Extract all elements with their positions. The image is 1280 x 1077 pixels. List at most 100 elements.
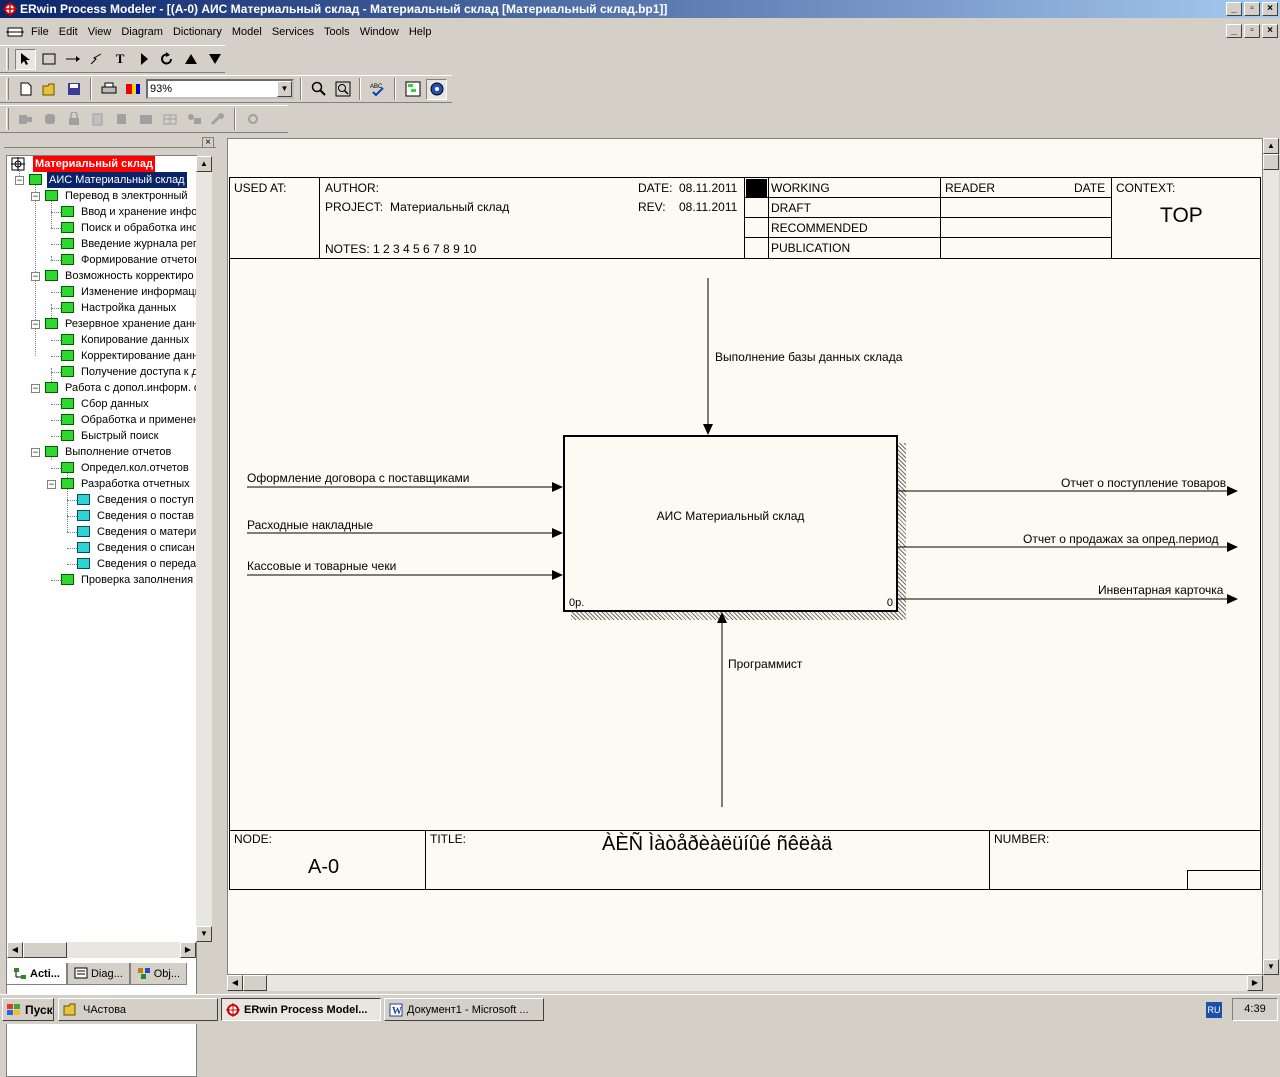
scroll-right-icon[interactable]: ▶	[180, 942, 196, 958]
tree-item[interactable]: Копирование данных	[7, 332, 196, 348]
collapse-icon[interactable]: −	[15, 175, 24, 185]
menu-help[interactable]: Help	[408, 26, 432, 38]
maximize-button[interactable]: ▫	[1244, 2, 1260, 16]
pointer-tool-icon[interactable]	[14, 48, 36, 70]
tree-item[interactable]: Определ.кол.отчетов	[7, 460, 196, 476]
tree-item[interactable]: Сведения о постав	[7, 508, 196, 524]
activity-box[interactable]: АИС Материальный склад 0р. 0	[563, 435, 898, 612]
report-icon[interactable]	[111, 109, 132, 130]
close-pane-icon[interactable]: ×	[202, 137, 214, 148]
new-file-icon[interactable]	[15, 79, 36, 100]
control-arrow-label[interactable]: Выполнение базы данных склада	[715, 350, 903, 364]
child-maximize-button[interactable]: ▫	[1244, 24, 1260, 38]
start-button[interactable]: Пуск	[2, 998, 54, 1021]
tree-item[interactable]: Настройка данных	[7, 300, 196, 316]
input-arrow-label-2[interactable]: Расходные накладные	[247, 518, 374, 532]
tree-item[interactable]: −Выполнение отчетов	[7, 444, 196, 460]
mart-disconnect-icon[interactable]	[39, 109, 60, 130]
output-arrow-label-3[interactable]: Инвентарная карточка	[1098, 583, 1224, 597]
scroll-up-icon[interactable]: ▲	[1263, 138, 1279, 154]
tree-item[interactable]: −Разработка отчетных	[7, 476, 196, 492]
tree-item[interactable]: −Работа с допол.информ. о	[7, 380, 196, 396]
tree-item[interactable]: Сведения о переда	[7, 556, 196, 572]
lock-icon[interactable]	[63, 109, 84, 130]
users-icon[interactable]	[183, 109, 204, 130]
library-icon[interactable]	[87, 109, 108, 130]
zoom-combo[interactable]: 93% ▼	[146, 79, 294, 99]
scroll-left-icon[interactable]: ◀	[227, 975, 243, 991]
task-folder[interactable]: ЧАстова	[58, 998, 218, 1021]
scroll-thumb[interactable]	[1263, 154, 1279, 170]
zoom-fit-icon[interactable]	[332, 79, 353, 100]
color-icon[interactable]	[122, 79, 143, 100]
tab-diagrams[interactable]: Diag...	[66, 963, 130, 985]
zoom-in-icon[interactable]	[308, 79, 329, 100]
tab-activities[interactable]: Acti...	[6, 963, 67, 985]
go-to-sibling-icon[interactable]	[204, 49, 225, 70]
tree-item[interactable]: −Резервное хранение данн	[7, 316, 196, 332]
open-folder-icon[interactable]	[39, 79, 60, 100]
tree-item[interactable]: Ввод и хранение информ	[7, 204, 196, 220]
collapse-icon[interactable]: −	[31, 319, 40, 329]
menu-view[interactable]: View	[87, 26, 112, 38]
tree-item[interactable]: Получение доступа к дан	[7, 364, 196, 380]
tree-item[interactable]: Обработка и применение	[7, 412, 196, 428]
tree-item[interactable]: −Возможность корректиро	[7, 268, 196, 284]
tree-vertical-scrollbar[interactable]: ▲ ▼	[196, 156, 212, 942]
mechanism-arrow-label[interactable]: Программист	[728, 657, 803, 671]
tree-item[interactable]: Сведения о матери	[7, 524, 196, 540]
tree-item[interactable]: Формирование отчетов	[7, 252, 196, 268]
menu-tools[interactable]: Tools	[324, 26, 350, 38]
scroll-left-icon[interactable]: ◀	[7, 942, 23, 958]
tree-item[interactable]: Введение журнала регис	[7, 236, 196, 252]
collapse-icon[interactable]: −	[31, 191, 40, 201]
collapse-icon[interactable]: −	[31, 447, 40, 457]
language-indicator[interactable]: RU	[1206, 1002, 1222, 1018]
output-arrow-label-2[interactable]: Отчет о продажах за опред.период	[1023, 532, 1219, 546]
menu-window[interactable]: Window	[359, 26, 399, 38]
menu-services[interactable]: Services	[271, 26, 314, 38]
input-arrow-label-3[interactable]: Кассовые и товарные чеки	[247, 559, 397, 573]
tree-item[interactable]: Сведения о списан	[7, 540, 196, 556]
save-icon[interactable]	[63, 79, 84, 100]
diagram-canvas[interactable]: USED AT: AUTHOR: PROJECT: Материальный с…	[227, 138, 1263, 975]
menu-edit[interactable]: Edit	[58, 26, 78, 38]
collapse-icon[interactable]: −	[31, 271, 40, 281]
minimize-button[interactable]: _	[1226, 2, 1242, 16]
scroll-up-icon[interactable]: ▲	[196, 156, 212, 172]
close-button[interactable]: ×	[1262, 2, 1278, 16]
settings-icon[interactable]	[242, 109, 263, 130]
spell-check-icon[interactable]: ABC	[367, 79, 388, 100]
arrow-tool-icon[interactable]	[62, 49, 83, 70]
tree-item[interactable]: Корректирование данны	[7, 348, 196, 364]
scroll-thumb[interactable]	[23, 942, 67, 958]
print-icon[interactable]	[98, 79, 119, 100]
go-to-child-icon[interactable]	[133, 49, 154, 70]
rotate-icon[interactable]	[157, 49, 178, 70]
task-word[interactable]: W Документ1 - Microsoft ...	[384, 998, 544, 1021]
child-close-button[interactable]: ×	[1262, 24, 1278, 38]
menu-dictionary[interactable]: Dictionary	[172, 26, 222, 38]
menu-diagram[interactable]: Diagram	[121, 26, 163, 38]
child-minimize-button[interactable]: _	[1226, 24, 1242, 38]
model-mart-icon[interactable]	[426, 78, 447, 100]
task-erwin[interactable]: ERwin Process Model...	[221, 998, 381, 1021]
squiggle-tool-icon[interactable]	[86, 49, 107, 70]
tree-item[interactable]: Поиск и обработка инфо	[7, 220, 196, 236]
tree-item[interactable]: Изменение информации	[7, 284, 196, 300]
document-icon[interactable]	[6, 25, 24, 39]
grid-icon[interactable]	[159, 109, 180, 130]
tree-horizontal-scrollbar[interactable]: ◀ ▶	[7, 942, 196, 958]
canvas-horizontal-scrollbar[interactable]: ◀ ▶	[227, 975, 1263, 991]
tree-item[interactable]: Проверка заполнения	[7, 572, 196, 588]
tools-icon[interactable]	[207, 109, 228, 130]
text-tool-icon[interactable]: T	[115, 51, 125, 66]
box-tool-icon[interactable]	[39, 49, 60, 70]
collapse-icon[interactable]: −	[31, 383, 40, 393]
scroll-thumb[interactable]	[243, 975, 267, 991]
tree-item[interactable]: Сведения о поступ	[7, 492, 196, 508]
tree-item[interactable]: −АИС Материальный склад	[7, 172, 196, 188]
scroll-right-icon[interactable]: ▶	[1247, 975, 1263, 991]
model-explorer-icon[interactable]	[402, 79, 423, 100]
go-to-parent-icon[interactable]	[181, 49, 202, 70]
